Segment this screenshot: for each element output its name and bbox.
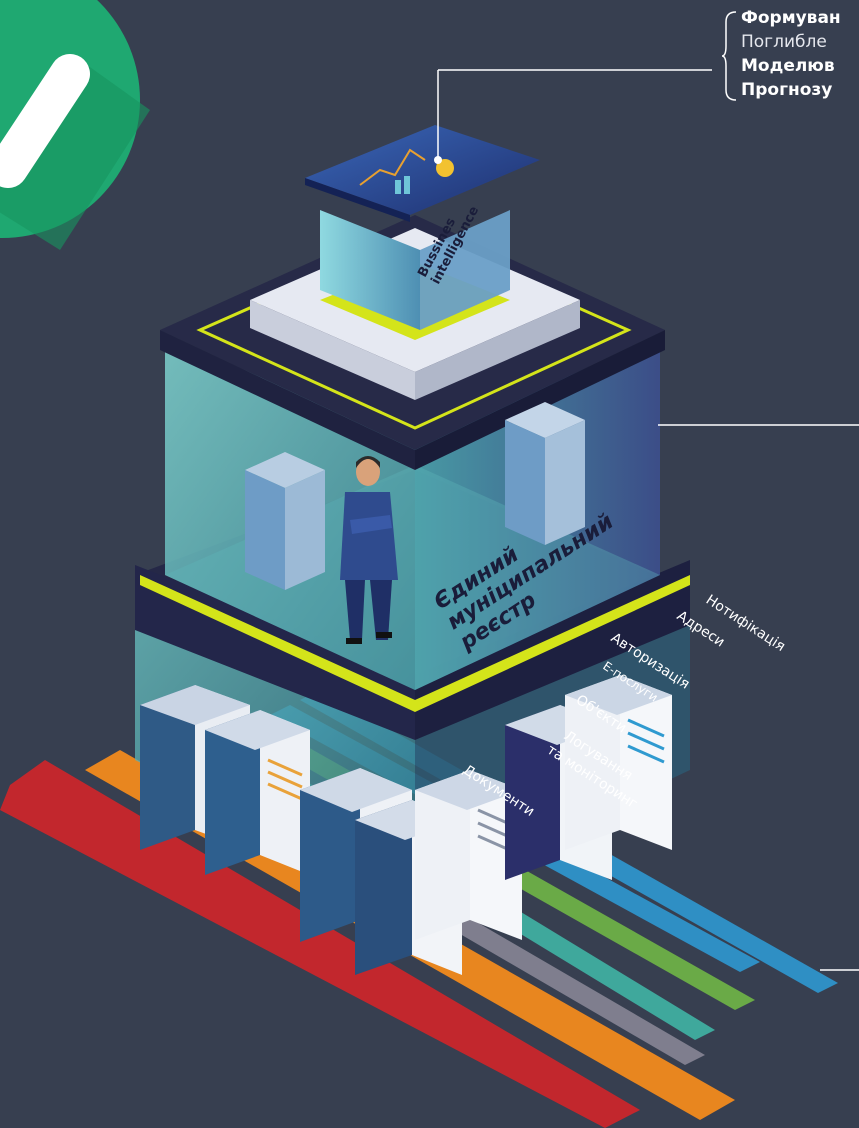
callout-line-1: Формуван [741,8,841,28]
callout-brace [722,11,737,101]
registry-block [140,215,690,712]
tablet-dashboard-icon [305,70,540,222]
callout-line-2: Поглибле [741,32,827,52]
bi-tower [250,70,580,400]
strip-documents [0,760,640,1128]
server-rack-icon [245,452,325,590]
server-rack-icon [565,675,672,850]
businessman-figure [340,456,398,644]
check-badge-icon [0,0,150,250]
server-racks [140,675,672,975]
server-rack-icon [505,402,585,545]
callout-list: Формуван Поглибле Моделюв Прогнозу [741,6,841,102]
callout-line-4: Прогнозу [741,80,833,100]
leader-lines [438,69,859,971]
server-rack-icon [205,710,310,875]
callout-line-3: Моделюв [741,56,835,76]
